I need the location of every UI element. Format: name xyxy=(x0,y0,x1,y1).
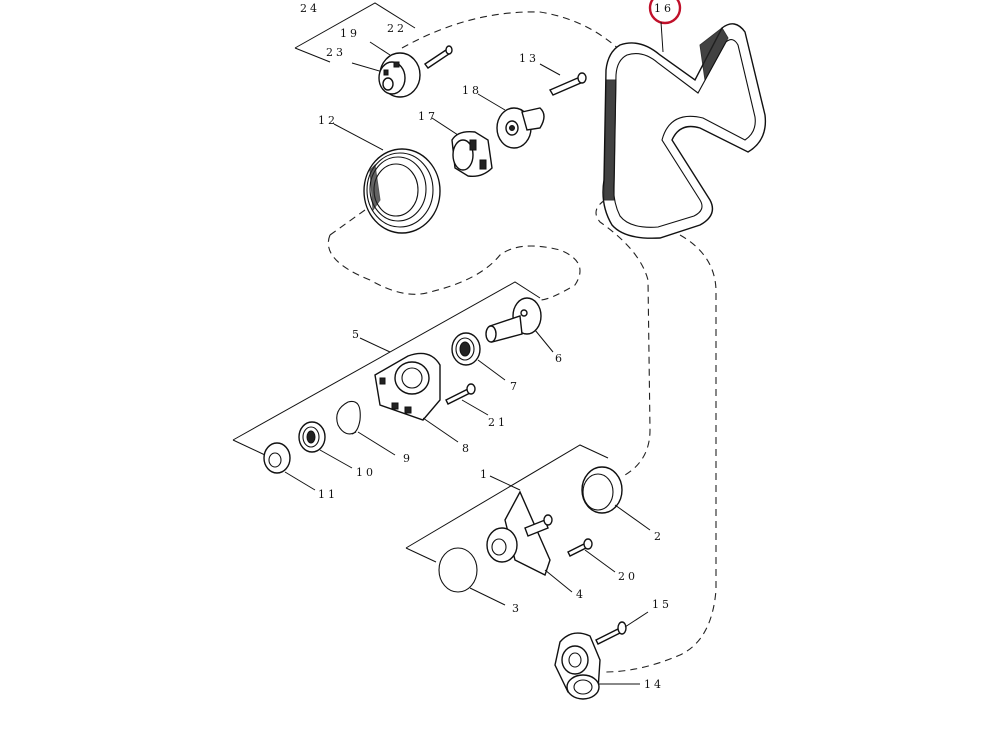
callout-4[interactable]: 4 xyxy=(576,588,586,601)
callout-8[interactable]: 8 xyxy=(462,442,472,455)
callout-18[interactable]: 18 xyxy=(462,84,482,97)
callout-16[interactable]: 16 xyxy=(654,2,674,15)
idler-pulley-part-19[interactable] xyxy=(378,52,421,98)
callout-1[interactable]: 1 xyxy=(480,468,490,481)
tensioner-bolt-part-15[interactable] xyxy=(595,611,649,645)
coupling-part-17[interactable] xyxy=(431,117,493,178)
tensioner-arm-part-8[interactable] xyxy=(374,352,459,443)
crank-pulley-part-12[interactable] xyxy=(333,123,441,234)
water-pump-part-4[interactable] xyxy=(486,490,573,593)
callout-12[interactable]: 12 xyxy=(318,114,338,127)
bolt-part-13[interactable] xyxy=(539,63,587,96)
callout-5[interactable]: 5 xyxy=(352,328,362,341)
callout-2[interactable]: 2 xyxy=(654,530,664,543)
serpentine-belt-part-16[interactable] xyxy=(602,23,767,239)
callout-labels: 24 22 19 23 13 18 17 12 16 5 6 7 21 8 9 … xyxy=(300,2,674,691)
callout-7[interactable]: 7 xyxy=(510,380,520,393)
callout-6[interactable]: 6 xyxy=(555,352,565,365)
selected-callout-highlight xyxy=(648,0,682,25)
bearing-part-7[interactable] xyxy=(451,332,506,381)
pulley-cap-part-11[interactable] xyxy=(263,442,316,491)
callout-9[interactable]: 9 xyxy=(403,452,413,465)
callout-21[interactable]: 21 xyxy=(488,416,508,429)
pulley-hub-part-18[interactable] xyxy=(477,93,545,149)
callout-17[interactable]: 17 xyxy=(418,110,438,123)
callout-16-leader xyxy=(660,21,664,53)
callout-13[interactable]: 13 xyxy=(519,52,539,65)
callout-11[interactable]: 11 xyxy=(318,488,338,501)
callout-22[interactable]: 22 xyxy=(387,22,407,35)
belt-routing-dashed-lines xyxy=(327,11,717,673)
callout-24[interactable]: 24 xyxy=(300,2,320,15)
tensioner-bolt-part-21[interactable] xyxy=(445,383,489,416)
callout-3[interactable]: 3 xyxy=(512,602,522,615)
water-pump-assembly-part-1[interactable] xyxy=(405,444,651,606)
tensioner-assembly-part-5[interactable] xyxy=(232,281,554,491)
tensioner-shaft-part-6[interactable] xyxy=(485,297,554,353)
callout-20[interactable]: 20 xyxy=(618,570,638,583)
o-ring-part-3[interactable] xyxy=(438,547,506,606)
callout-19[interactable]: 19 xyxy=(340,27,360,40)
belt-tensioner-part-14[interactable] xyxy=(554,632,640,700)
snap-ring-part-9[interactable] xyxy=(336,400,396,456)
callout-23[interactable]: 23 xyxy=(326,46,346,59)
bearing-part-10[interactable] xyxy=(298,421,353,469)
idler-bolt-part-22[interactable] xyxy=(423,45,453,69)
pump-bolt-part-20[interactable] xyxy=(567,538,616,573)
pump-pulley-part-2[interactable] xyxy=(581,466,651,531)
callout-14[interactable]: 14 xyxy=(644,678,664,691)
idler-pulley-assembly-part-24[interactable] xyxy=(294,2,453,98)
callout-10[interactable]: 10 xyxy=(356,466,376,479)
callout-15[interactable]: 15 xyxy=(652,598,672,611)
